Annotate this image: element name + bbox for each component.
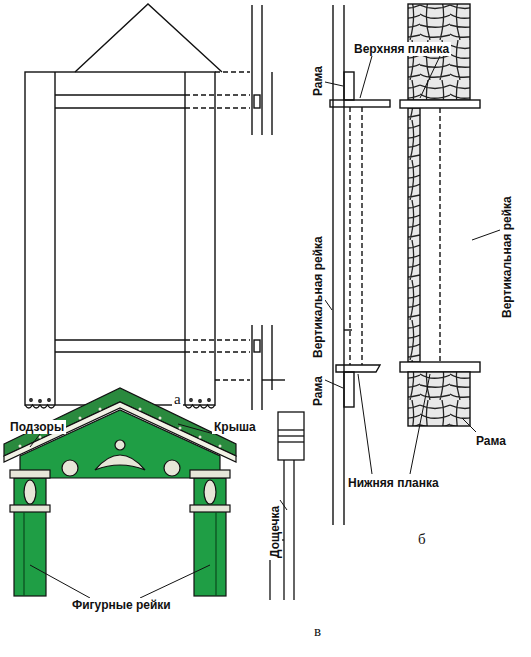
part-label: Рама <box>311 64 325 98</box>
part-label: Рама <box>311 374 325 408</box>
part-label: Нижняя планка <box>346 476 441 490</box>
view-letter: в <box>312 624 323 638</box>
part-label: Подзоры <box>8 420 66 434</box>
part-label: Вертикальная рейка <box>500 194 514 320</box>
part-label: Фигурные рейки <box>70 598 173 612</box>
part-label: Вертикальная рейка <box>311 234 325 360</box>
part-label: Рама <box>474 434 508 448</box>
part-label: Крыша <box>212 420 258 434</box>
view-letter: б <box>416 532 428 546</box>
part-label: Верхняя планка <box>352 42 451 56</box>
part-label: Дощечка <box>268 504 282 560</box>
view-letter: а <box>172 392 183 406</box>
